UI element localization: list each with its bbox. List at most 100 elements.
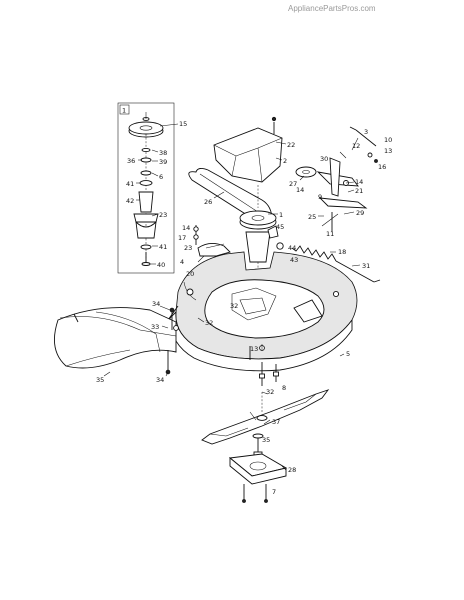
callout-20: 20 [186, 270, 194, 278]
belt-inner-edge [199, 173, 259, 213]
deck-recess [204, 279, 325, 339]
leader-20 [197, 255, 205, 263]
callout-14: 14 [296, 186, 304, 194]
spring-rod-hook [373, 279, 381, 283]
leader-32b [261, 391, 269, 395]
leader-2 [275, 157, 283, 161]
left-bracket-washer [193, 234, 199, 240]
leader-37 [263, 419, 271, 425]
baffle-bolt-left-head [242, 499, 246, 503]
callout-10: 10 [384, 136, 392, 144]
callout-42: 42 [126, 197, 134, 205]
leader-34 [159, 305, 171, 311]
chute-spacer [173, 325, 179, 331]
washer-upper [141, 147, 151, 153]
spindle-bolt-head [141, 262, 151, 266]
callout-38: 38 [159, 149, 167, 157]
idler-pulley-hub [302, 170, 310, 174]
callout-11: 11 [326, 230, 334, 238]
baffle-plate [228, 453, 288, 503]
callout-25: 25 [308, 213, 316, 221]
leader-23 [151, 213, 159, 217]
idler-bracket [329, 157, 341, 197]
callout-8: 8 [282, 384, 286, 392]
leader-29 [343, 211, 355, 215]
callout-41: 41 [126, 180, 134, 188]
chute-body [53, 307, 177, 369]
center-pulley-hub [251, 215, 265, 221]
callout-23b: 23 [184, 244, 192, 252]
idler-washer [367, 152, 373, 158]
left-bracket-nut [193, 226, 199, 232]
callout-32b: 32 [266, 388, 274, 396]
callout-44: 44 [288, 244, 296, 252]
callout-29: 29 [356, 209, 364, 217]
belt-guard [213, 116, 283, 183]
bolt-8-nut [273, 371, 279, 377]
leader-22 [275, 141, 287, 145]
callout-2: 2 [283, 157, 287, 165]
mower-deck [167, 251, 358, 372]
deck-center-plate [239, 297, 267, 315]
callout-35b: 35 [262, 436, 270, 444]
watermark: AppliancePartsPros.com [288, 4, 376, 13]
deck-right-boss [293, 299, 323, 323]
callout-7: 7 [272, 488, 276, 496]
idler-pin [355, 129, 377, 147]
callout-17: 17 [178, 234, 186, 242]
callout-26: 26 [204, 198, 212, 206]
idler-pulley [295, 166, 317, 178]
spring-rod [335, 260, 375, 283]
callout-14c: 14 [182, 224, 190, 232]
leader-35 [103, 371, 111, 377]
belt-guard-edge2 [257, 147, 263, 183]
leader-38 [151, 149, 159, 153]
belt-guard-ridge [213, 137, 283, 157]
callout-37: 37 [272, 418, 280, 426]
idler-base-bracket [318, 197, 368, 209]
idler-bolt [339, 151, 347, 159]
leader-lines [103, 123, 361, 471]
callout-5: 5 [346, 350, 350, 358]
spindle-housing-upper [138, 191, 154, 213]
leader-15 [159, 123, 179, 127]
callout-13b: 13 [250, 345, 258, 353]
blade-edge-left [209, 427, 249, 437]
callout-15: 15 [179, 120, 187, 128]
belt-guard-body [213, 127, 283, 183]
callout-18: 18 [338, 248, 346, 256]
baffle-bolt-right-head [264, 499, 268, 503]
spring-bracket [267, 225, 279, 239]
leader-21 [347, 189, 355, 193]
mower-blade [201, 389, 330, 445]
callout-labels: 15 38 36 39 6 41 42 23 41 40 22 2 26 1 1… [96, 120, 392, 496]
leader-34b [165, 371, 169, 377]
callout-35: 35 [96, 376, 104, 384]
guard-bolt-head [271, 116, 277, 122]
chute-ridge [59, 316, 177, 337]
callout-6: 6 [159, 173, 163, 181]
chute-bolt-top-head [169, 307, 175, 313]
callout-39: 39 [159, 158, 167, 166]
callout-41b: 41 [159, 243, 167, 251]
callout-28: 28 [288, 466, 296, 474]
callout-40: 40 [157, 261, 165, 269]
leader-35b [249, 411, 257, 421]
leader-14 [299, 175, 305, 181]
inset-frame [117, 102, 175, 274]
leader-32 [197, 317, 205, 323]
baffle-plate-side [229, 457, 287, 485]
callout-1: 1 [279, 211, 283, 219]
spacer [140, 170, 152, 176]
callout-9: 9 [318, 193, 322, 201]
leader-28 [281, 465, 287, 471]
deck-hole-right [332, 290, 340, 298]
bolt-32-a-nut [259, 373, 265, 379]
left-bracket-edge [205, 243, 225, 249]
leader-31 [351, 264, 361, 267]
spindle-pulley-hub [139, 125, 153, 131]
chute-tip [73, 313, 79, 323]
leader-12 [351, 137, 359, 151]
leader-26 [213, 191, 225, 199]
